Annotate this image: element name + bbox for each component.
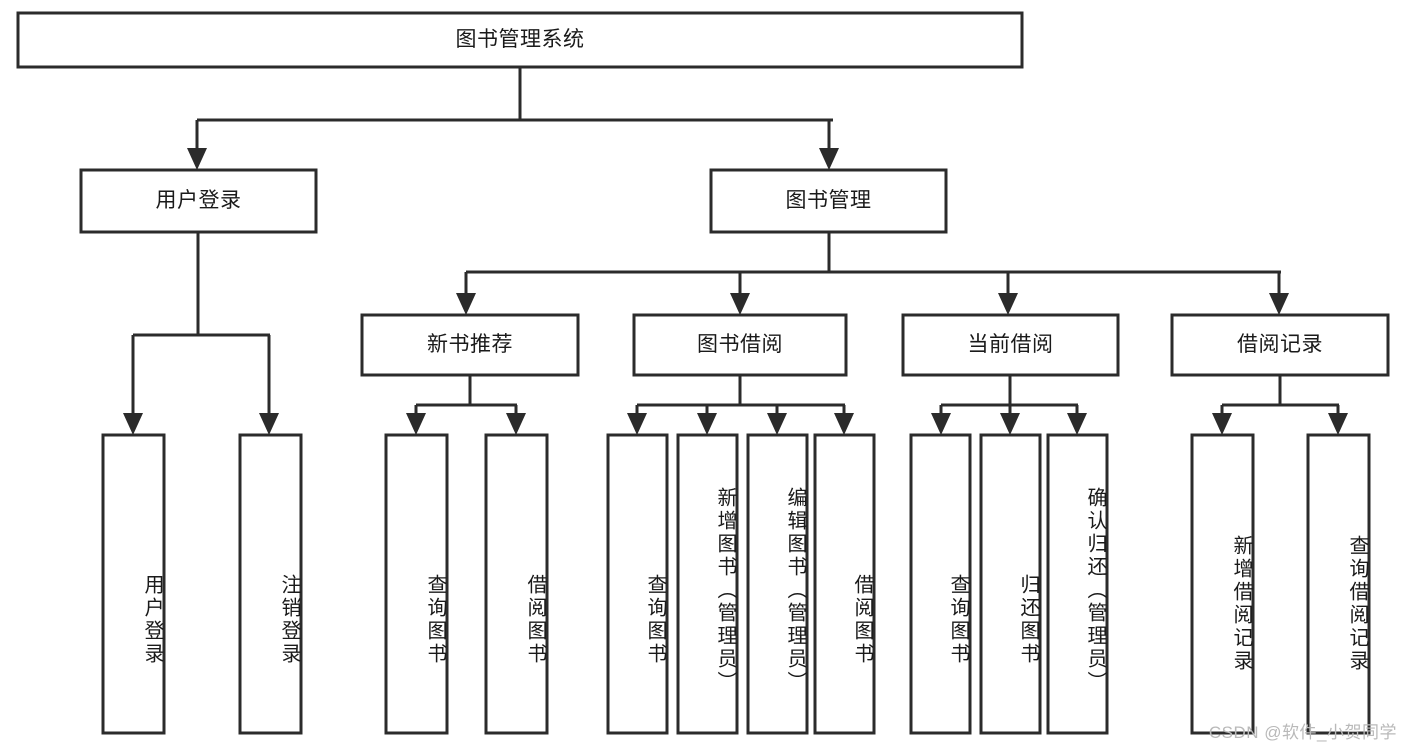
- connector-borrowrecord-to-leaves: [1212, 375, 1348, 435]
- connector-currentborrow-to-leaves: [931, 375, 1087, 435]
- node-box-leaf-confirm-return[interactable]: [1046, 433, 1109, 735]
- node-box-borrow-record[interactable]: [1170, 313, 1390, 377]
- node-box-book-manage[interactable]: [709, 168, 948, 234]
- node-box-leaf-add-book[interactable]: [676, 433, 739, 735]
- connector-bookborrow-to-leaves: [627, 375, 854, 435]
- node-box-book-borrow[interactable]: [632, 313, 848, 377]
- connector-bookmanage-to-level3: [456, 232, 1289, 315]
- node-box-leaf-query-book-3[interactable]: [909, 433, 972, 735]
- node-box-leaf-query-book-1[interactable]: [384, 433, 449, 735]
- node-box-leaf-borrow-book-2[interactable]: [813, 433, 876, 735]
- node-box-leaf-query-record[interactable]: [1306, 433, 1371, 735]
- connector-userlogin-to-leaves: [123, 232, 279, 435]
- node-box-leaf-borrow-book-1[interactable]: [484, 433, 549, 735]
- node-box-leaf-add-record[interactable]: [1190, 433, 1255, 735]
- node-box-root[interactable]: [16, 11, 1024, 69]
- node-box-current-borrow[interactable]: [901, 313, 1120, 377]
- node-box-leaf-query-book-2[interactable]: [606, 433, 669, 735]
- node-box-leaf-edit-book[interactable]: [746, 433, 809, 735]
- connector-root-to-level2: [187, 67, 839, 170]
- node-box-user-login[interactable]: [79, 168, 318, 234]
- node-box-leaf-return-book[interactable]: [979, 433, 1042, 735]
- connector-newbookrec-to-leaves: [406, 375, 526, 435]
- node-box-leaf-user-login[interactable]: [101, 433, 166, 735]
- node-box-new-book-rec[interactable]: [360, 313, 580, 377]
- node-box-leaf-user-logout[interactable]: [238, 433, 303, 735]
